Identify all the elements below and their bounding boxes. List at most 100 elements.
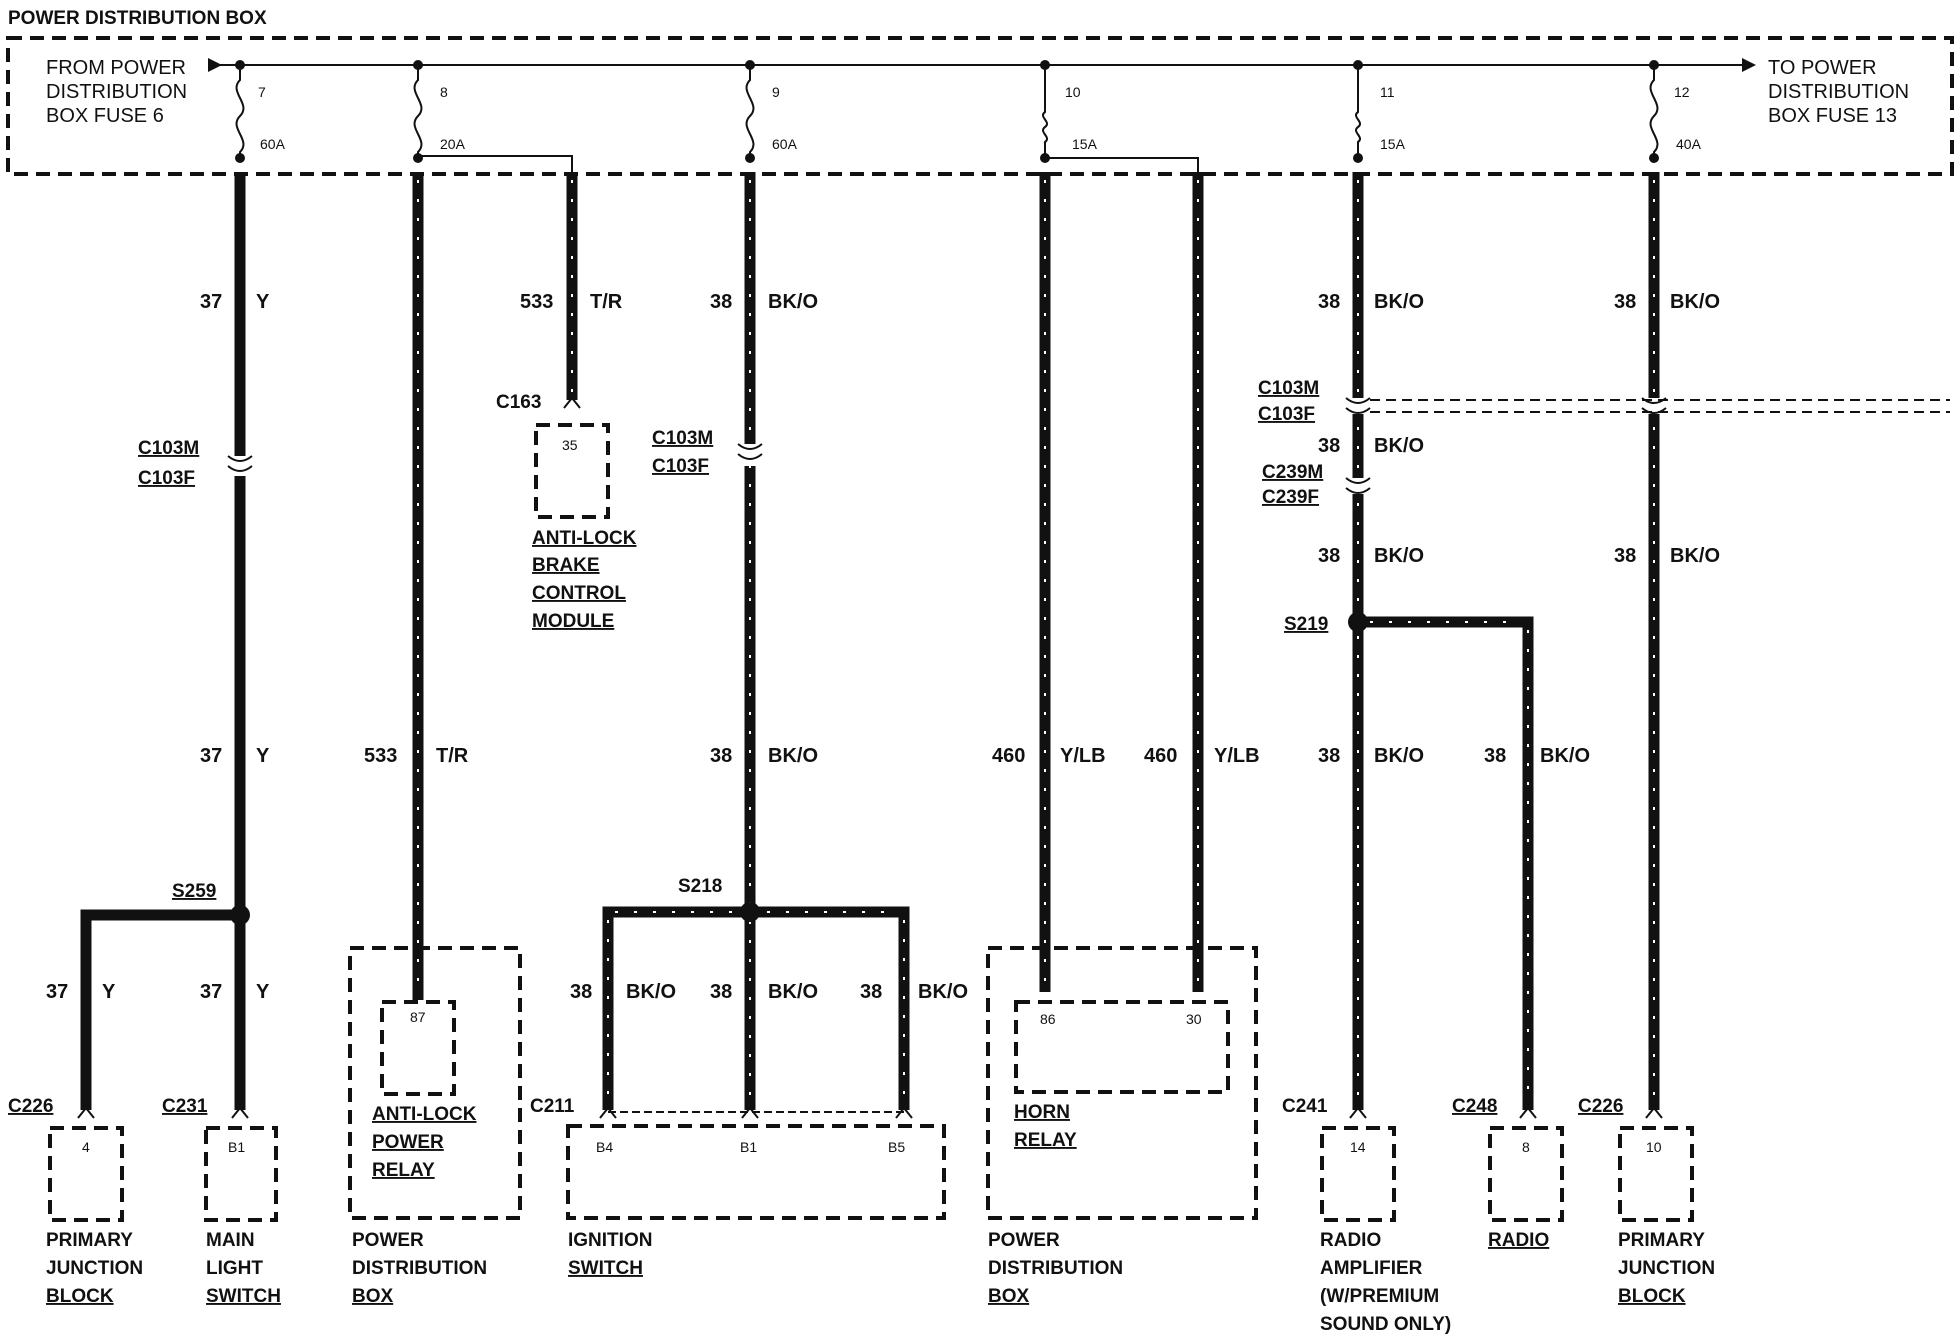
pin-14: 14 [1350,1139,1366,1155]
horn-relay-box [1014,1000,1230,1094]
svg-text:(W/PREMIUM: (W/PREMIUM [1320,1286,1439,1307]
fuse-12: 12 40A [1649,60,1702,163]
pin-8: 8 [1522,1139,1530,1155]
fuse-12-number: 12 [1674,84,1690,100]
svg-text:PRIMARY: PRIMARY [1618,1230,1705,1251]
svg-text:JUNCTION: JUNCTION [46,1258,143,1279]
svg-text:BLOCK: BLOCK [1618,1286,1686,1307]
lbl-37-a: 37 [200,291,222,313]
c241-label: C241 [1282,1096,1328,1117]
svg-text:DISTRIBUTION: DISTRIBUTION [352,1258,487,1279]
splice-s218 [740,902,760,922]
svg-text:SWITCH: SWITCH [206,1286,281,1307]
lbl-tr-b: T/R [436,745,469,767]
wire-38-bko-radio [1352,172,1534,1110]
svg-text:RELAY: RELAY [1014,1130,1077,1151]
lbl-bko-b: BK/O [768,745,818,767]
c163-label: C163 [496,392,541,413]
primary-junction-box-1 [48,1126,124,1222]
main-light-switch-name: MAIN LIGHT SWITCH [206,1230,281,1307]
horn-relay-name: HORN RELAY [1014,1102,1077,1151]
lbl-533-a: 533 [520,291,553,313]
c248-label: C248 [1452,1096,1497,1117]
svg-text:DISTRIBUTION: DISTRIBUTION [988,1258,1123,1279]
s259-label: S259 [172,881,216,902]
svg-text:CONTROL: CONTROL [532,583,626,604]
lbl-38-c: 38 [570,981,592,1003]
svg-text:MODULE: MODULE [532,611,614,632]
fuse-9-rating: 60A [772,136,798,152]
lbl-bko-g: BK/O [1374,435,1424,457]
c239f-label: C239F [1262,487,1319,508]
c239m-label: C239M [1262,462,1323,483]
lbl-37-b: 37 [200,745,222,767]
fuse-10-rating: 15A [1072,136,1098,152]
c226-label-1: C226 [8,1096,53,1117]
pdb-right-name: POWER DISTRIBUTION BOX [988,1230,1123,1307]
ignition-switch-box [566,1124,946,1220]
svg-text:PRIMARY: PRIMARY [46,1230,133,1251]
c103m-label-2: C103M [652,428,713,449]
c103-connector-mark-3 [1345,397,1950,414]
fuse-8-branch [417,155,573,175]
s218-label: S218 [678,876,722,897]
svg-text:ANTI-LOCK: ANTI-LOCK [372,1104,477,1125]
svg-text:HORN: HORN [1014,1102,1070,1123]
lbl-37-d: 37 [200,981,222,1003]
svg-text:ANTI-LOCK: ANTI-LOCK [532,528,637,549]
s219-label: S219 [1284,614,1328,635]
lbl-38-l: 38 [1614,545,1636,567]
antilock-relay-name: ANTI-LOCK POWER RELAY [372,1104,477,1181]
pin-87: 87 [410,1009,426,1025]
c103m-label-1: C103M [138,438,199,459]
svg-text:RADIO: RADIO [1488,1230,1549,1251]
abs-module-name: ANTI-LOCK BRAKE CONTROL MODULE [532,528,637,632]
bus-to-line1: TO POWER [1768,57,1877,79]
lbl-bko-c: BK/O [626,981,676,1003]
primary-junction-name-2: PRIMARY JUNCTION BLOCK [1618,1230,1715,1307]
fuse-10-number: 10 [1065,84,1081,100]
lbl-bko-i: BK/O [1374,745,1424,767]
fuse-11: 11 15A [1353,60,1406,163]
svg-text:POWER: POWER [352,1230,424,1251]
lbl-bko-l: BK/O [1670,545,1720,567]
lbl-bko-h: BK/O [1374,545,1424,567]
pin-b1-ign: B1 [740,1139,757,1155]
c239-connector-mark [1345,477,1371,494]
pin-b1-mls: B1 [228,1139,245,1155]
fuse-7-number: 7 [258,84,266,100]
ignition-switch-name: IGNITION SWITCH [568,1230,652,1279]
lbl-460-a: 460 [992,745,1025,767]
abs-pin-35: 35 [562,437,578,453]
pin-b4: B4 [596,1139,613,1155]
lbl-38-a: 38 [710,291,732,313]
fuse-7: 7 60A [235,60,286,163]
lbl-bko-e: BK/O [918,981,968,1003]
bus-to-line3: BOX FUSE 13 [1768,105,1897,127]
radio-box [1488,1126,1564,1222]
fuse-9-number: 9 [772,84,780,100]
lbl-38-i: 38 [1318,745,1340,767]
fuse-11-number: 11 [1380,84,1395,100]
lbl-38-k: 38 [1614,291,1636,313]
svg-text:POWER: POWER [372,1132,444,1153]
lbl-38-j: 38 [1484,745,1506,767]
radio-amplifier-box [1320,1126,1396,1222]
lbl-bko-d: BK/O [768,981,818,1003]
primary-junction-box-2 [1618,1126,1694,1222]
lbl-38-h: 38 [1318,545,1340,567]
c163-pin-chevron-icon [563,396,581,409]
fuse-10: 10 15A [1040,60,1098,163]
bus-from-line1: FROM POWER [46,57,186,79]
bus-from-line3: BOX FUSE 6 [46,105,164,127]
svg-text:BRAKE: BRAKE [532,555,600,576]
splice-s259 [230,905,250,925]
lbl-bko-k: BK/O [1670,291,1720,313]
primary-junction-name-1: PRIMARY JUNCTION BLOCK [46,1230,143,1307]
fuse-7-rating: 60A [260,136,286,152]
bus-from-line2: DISTRIBUTION [46,81,187,103]
lbl-ylb-b: Y/LB [1214,745,1260,767]
lbl-bko-f: BK/O [1374,291,1424,313]
fuse-11-rating: 15A [1380,136,1406,152]
bus-to-line2: DISTRIBUTION [1768,81,1909,103]
